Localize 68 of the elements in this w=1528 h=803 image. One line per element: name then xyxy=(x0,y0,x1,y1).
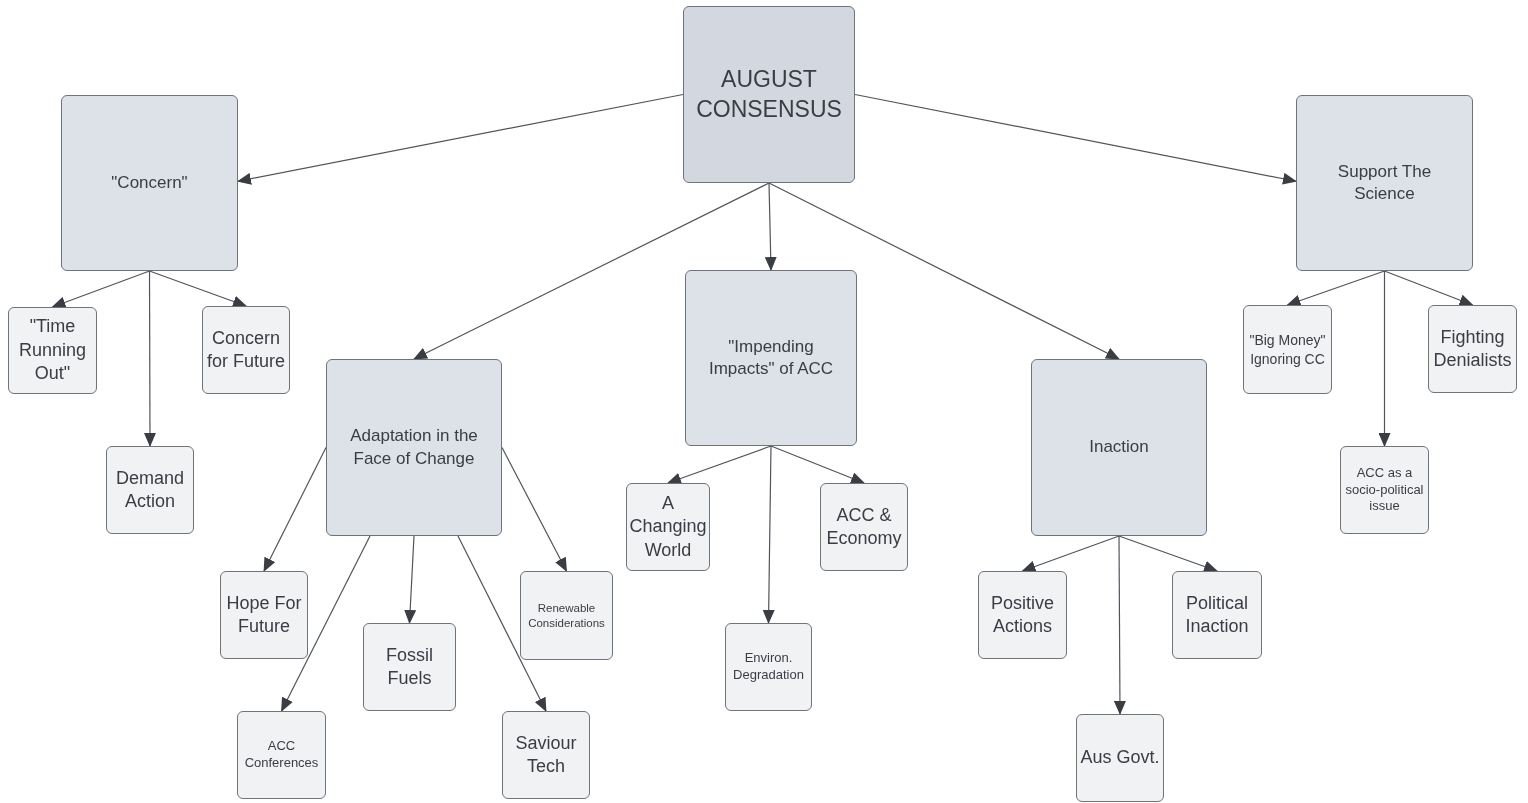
node-label: AUGUST CONSENSUS xyxy=(695,64,843,124)
node-label: Renewable Considerations xyxy=(527,600,606,631)
subtopic-box xyxy=(363,623,456,711)
subtopic-box xyxy=(106,446,194,534)
arrow xyxy=(1383,270,1474,306)
node-label: ACC as a socio-political issue xyxy=(1344,464,1425,516)
node-label: Aus Govt. xyxy=(1080,746,1160,770)
arrow xyxy=(404,535,417,624)
arrow xyxy=(1118,535,1218,573)
node-label: Positive Actions xyxy=(990,591,1055,638)
node-label: Inaction xyxy=(1089,436,1149,459)
node-label: Political Inaction xyxy=(1184,591,1250,638)
arrow xyxy=(1113,535,1126,715)
topic-box xyxy=(1031,359,1207,536)
subtopic-box xyxy=(725,623,812,711)
subtopic-box xyxy=(1243,305,1332,394)
subtopic-box xyxy=(520,571,613,660)
arrow xyxy=(667,445,772,485)
subtopic-box xyxy=(8,307,97,394)
node-label: Demand Action xyxy=(114,466,185,513)
subtopic-box xyxy=(820,483,908,571)
arrow xyxy=(280,535,371,712)
node-label: Fossil Fuels xyxy=(385,643,434,690)
topic-box xyxy=(61,95,238,271)
node-label: Fighting Denialists xyxy=(1432,325,1513,372)
arrow xyxy=(143,270,156,447)
node-label: Concern for Future xyxy=(206,326,286,373)
node-label: "Impending Impacts" of ACC xyxy=(707,335,835,380)
subtopic-box xyxy=(202,306,290,394)
arrow xyxy=(764,182,777,271)
node-label: "Concern" xyxy=(111,171,188,194)
subtopic-box xyxy=(1172,571,1262,659)
subtopic-box xyxy=(502,711,590,799)
node-label: "Big Money" Ignoring CC xyxy=(1248,331,1327,368)
subtopic-box xyxy=(626,483,710,571)
arrow xyxy=(1286,270,1386,307)
node-label: Environ. Degradation xyxy=(732,650,805,684)
arrow xyxy=(762,445,775,624)
arrow xyxy=(854,93,1297,185)
arrow xyxy=(148,270,247,308)
arrow xyxy=(413,182,770,360)
subtopic-box xyxy=(1340,446,1429,534)
arrow xyxy=(770,445,865,484)
root-topic-box xyxy=(683,6,855,183)
topic-box xyxy=(1296,95,1473,271)
arrow xyxy=(1378,270,1391,447)
subtopic-box xyxy=(220,571,308,659)
subtopic-box xyxy=(237,711,326,799)
topic-box xyxy=(326,359,502,536)
subtopic-box xyxy=(978,571,1067,659)
node-label: ACC Conferences xyxy=(243,738,320,772)
arrow xyxy=(263,446,327,572)
subtopic-box xyxy=(1428,305,1517,393)
node-label: Hope For Future xyxy=(225,591,303,638)
arrow xyxy=(51,270,151,309)
node-label: "Time Running Out" xyxy=(17,315,88,386)
arrow xyxy=(237,93,684,185)
node-label: Saviour Tech xyxy=(514,731,578,778)
arrow xyxy=(1021,535,1120,573)
node-label: Support The Science xyxy=(1336,160,1433,205)
topic-box xyxy=(685,270,857,446)
node-label: Adaptation in the Face of Change xyxy=(349,425,479,470)
arrow xyxy=(457,535,547,712)
subtopic-box xyxy=(1076,714,1164,802)
node-label: ACC & Economy xyxy=(825,503,903,550)
node-label: A Changing World xyxy=(628,491,708,562)
arrow xyxy=(501,446,568,572)
arrow xyxy=(768,182,1120,360)
